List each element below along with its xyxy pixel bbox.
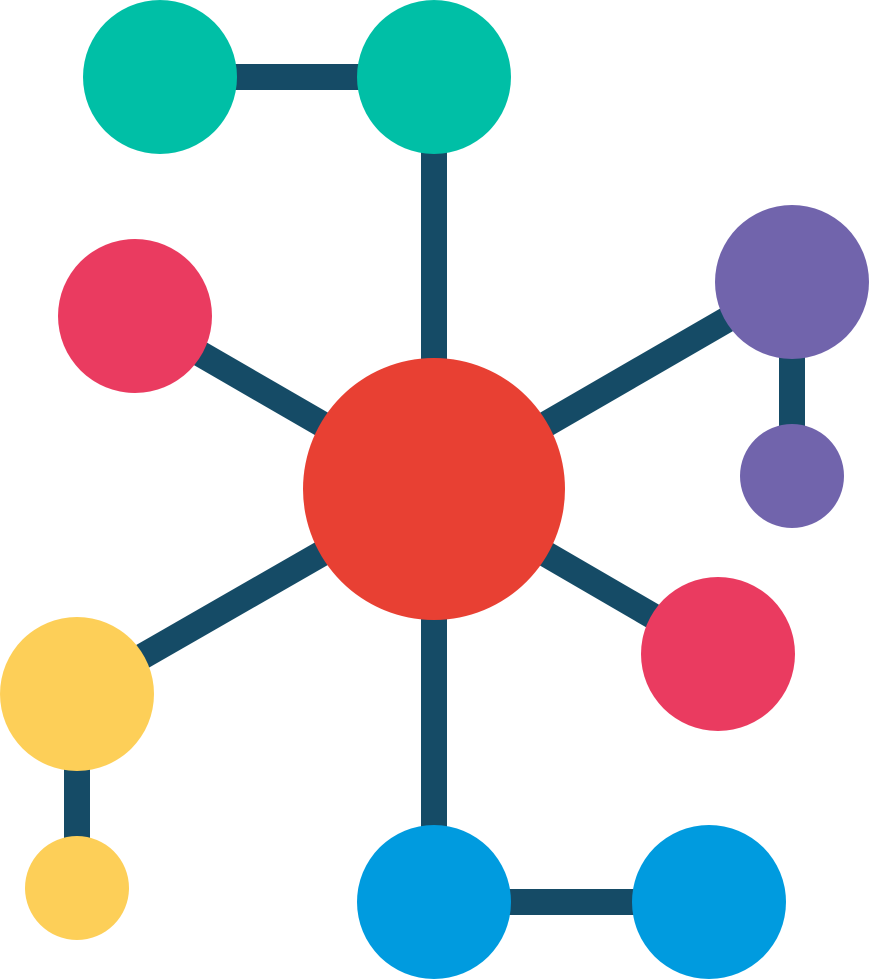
node-central-hub xyxy=(303,358,565,620)
node-right-purple-small xyxy=(740,424,844,528)
node-bottom-right-blue xyxy=(632,825,786,979)
node-right-pink xyxy=(641,577,795,731)
node-left-yellow-small xyxy=(25,836,129,940)
node-left-pink xyxy=(58,239,212,393)
node-bottom-center-blue xyxy=(357,825,511,979)
node-top-left-teal xyxy=(83,0,237,154)
node-top-center-teal xyxy=(357,0,511,154)
node-left-yellow-large xyxy=(0,617,154,771)
node-right-purple-large xyxy=(715,205,869,359)
